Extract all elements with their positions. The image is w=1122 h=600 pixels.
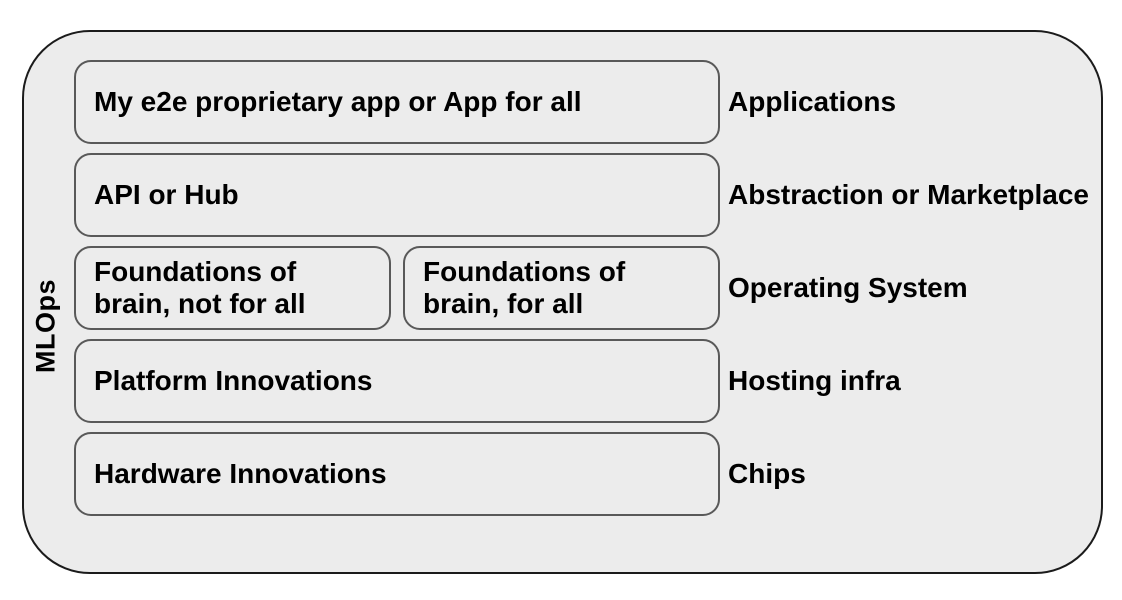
stack-rows: My e2e proprietary app or App for all Ap… xyxy=(74,60,1089,516)
row-label-chips: Chips xyxy=(728,458,806,489)
stack-row-applications: My e2e proprietary app or App for all Ap… xyxy=(74,60,1089,144)
box-e2e-proprietary-app: My e2e proprietary app or App for all xyxy=(74,60,720,144)
row-label-applications: Applications xyxy=(728,86,897,117)
row-boxes: API or Hub xyxy=(74,153,720,237)
box-foundations-for-all: Foundations of brain, for all xyxy=(403,246,720,330)
row-label-hosting-infra: Hosting infra xyxy=(728,365,901,396)
mlops-container: MLOps My e2e proprietary app or App for … xyxy=(22,30,1103,574)
box-platform-innovations: Platform Innovations xyxy=(74,339,720,423)
row-label-operating-system: Operating System xyxy=(728,272,968,303)
stack-row-operating-system: Foundations of brain, not for all Founda… xyxy=(74,246,1089,330)
box-hardware-innovations: Hardware Innovations xyxy=(74,432,720,516)
mlops-side-label: MLOps xyxy=(30,279,61,373)
stack-row-abstraction: API or Hub Abstraction or Marketplace xyxy=(74,153,1089,237)
row-label-abstraction-or-marketplace: Abstraction or Marketplace xyxy=(728,179,1089,210)
row-boxes: Hardware Innovations xyxy=(74,432,720,516)
row-boxes: Foundations of brain, not for all Founda… xyxy=(74,246,720,330)
row-boxes: Platform Innovations xyxy=(74,339,720,423)
box-foundations-not-for-all: Foundations of brain, not for all xyxy=(74,246,391,330)
row-boxes: My e2e proprietary app or App for all xyxy=(74,60,720,144)
stack-row-hosting-infra: Platform Innovations Hosting infra xyxy=(74,339,1089,423)
stack-row-chips: Hardware Innovations Chips xyxy=(74,432,1089,516)
box-api-or-hub: API or Hub xyxy=(74,153,720,237)
